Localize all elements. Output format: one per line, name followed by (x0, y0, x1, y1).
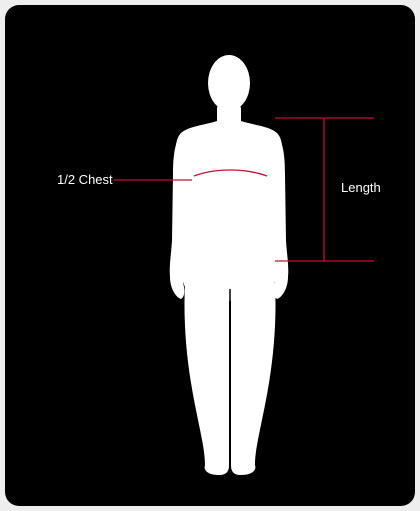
chest-label: 1/2 Chest (57, 172, 113, 188)
length-label: Length (341, 180, 381, 196)
head (208, 55, 250, 111)
size-guide-panel: 1/2 Chest Length (5, 5, 415, 506)
torso (176, 121, 283, 287)
body-silhouette (170, 55, 289, 475)
body-measurement-diagram (5, 5, 415, 506)
